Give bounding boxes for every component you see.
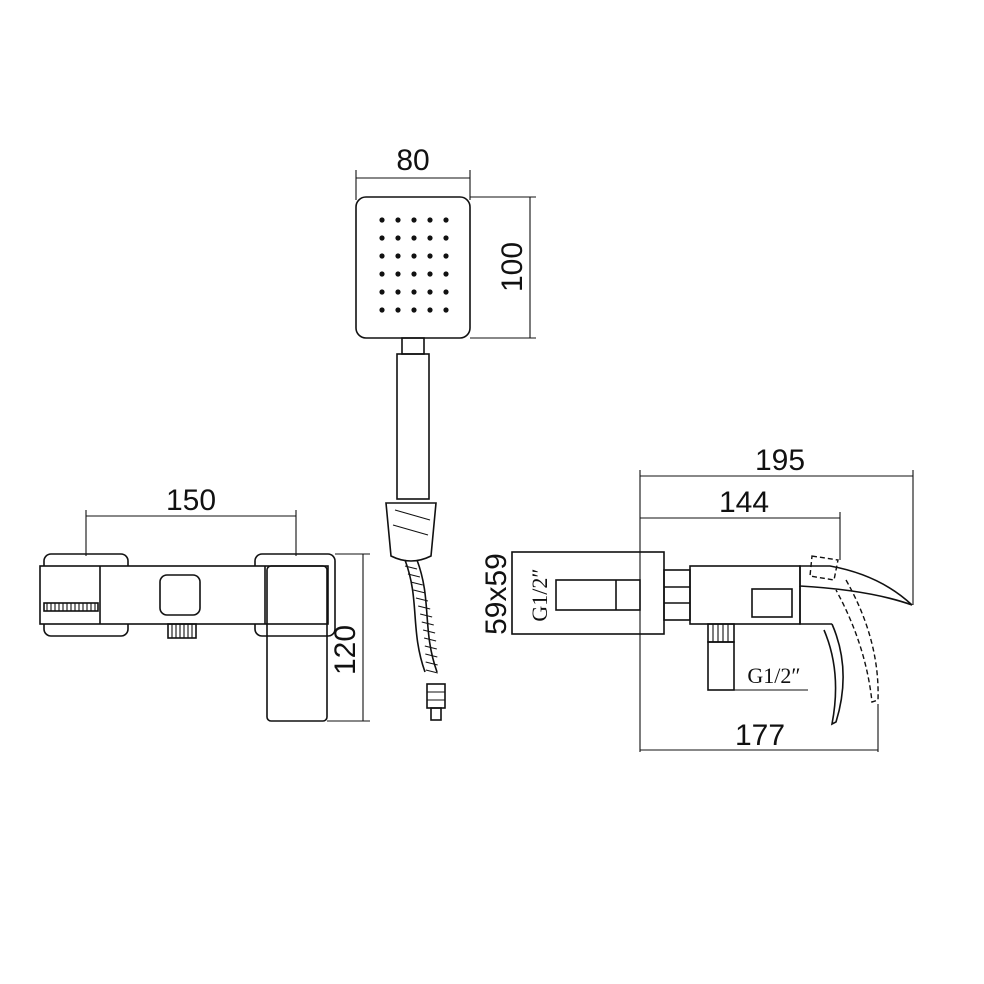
nozzle-dot [379,307,385,313]
nozzle-dot [427,307,433,313]
spout [799,565,913,606]
dim-spout-length: 144 [640,486,841,560]
nozzle-dot [379,289,385,295]
shower-neck [401,337,425,355]
dim-head-height-label: 100 [496,242,529,292]
nozzle-dot [395,271,401,277]
mixer-front-view: 150 120 [39,484,370,722]
nozzle-dot [443,235,449,241]
nozzle-dot [411,289,417,295]
dim-escutcheon: 59x59 [480,552,513,635]
dim-head-width: 80 [355,144,471,200]
side-outlet [707,623,735,643]
side-lever [823,623,844,726]
nozzle-dot [427,289,433,295]
hose-ring [423,637,437,642]
dim-spout-length-label: 144 [719,486,769,519]
hose-ring [410,581,423,586]
dim-escutcheon-label: 59x59 [480,553,513,635]
outlet-thread-label: G1/2″ [747,663,800,688]
inlet-pipe [555,579,641,611]
shower-hose [404,559,426,673]
hose-ring [418,605,431,610]
nozzle-dot [395,289,401,295]
lever-alt-position [809,555,839,581]
dim-body-width: 150 [85,484,297,556]
nozzle-dot [411,253,417,259]
nozzle-dot [379,235,385,241]
nozzle-dot [427,253,433,259]
nozzle-dot [395,235,401,241]
dim-body-width-label: 150 [166,484,216,517]
mixer-lever [266,565,328,722]
connector-nut [663,569,691,621]
nozzle-dot [411,217,417,223]
nozzle-dot [411,271,417,277]
hose-connector [385,502,437,562]
shower-handle [396,353,430,500]
shower-nozzles [379,217,449,313]
hose-ring [425,653,438,658]
nozzle-dot [443,307,449,313]
hose-ring [415,597,429,602]
mixer-side-view: 195 144 177 59x59 G1/2″ G1/2″ [480,444,914,752]
dim-body-height-label: 120 [329,625,362,675]
hose-ring [404,565,418,570]
nozzle-dot [411,307,417,313]
dim-base-length: 177 [640,704,879,752]
nozzle-dot [443,271,449,277]
dim-head-width-label: 80 [396,144,429,177]
hose-ring [419,613,433,618]
hose-nut [426,683,446,709]
nozzle-dot [411,235,417,241]
hose-ring [407,573,421,578]
nozzle-dot [427,271,433,277]
dim-outlet-thread: G1/2″ [708,663,808,691]
nozzle-dot [443,253,449,259]
hose-ring [421,621,434,626]
dim-overall-length: 195 [639,444,914,752]
nozzle-dot [427,217,433,223]
hand-shower: 80 100 [355,144,536,721]
bottom-outlet [167,623,197,639]
nozzle-dot [395,253,401,259]
knurl-ticks [46,603,96,611]
nozzle-dot [443,289,449,295]
side-body [689,565,801,625]
hose-ring [424,645,437,650]
side-inner-block [751,588,793,618]
dim-overall-length-label: 195 [755,444,805,477]
dim-body-height: 120 [327,553,370,722]
nozzle-dot [395,307,401,313]
inlet-thread-label: G1/2″ [527,568,552,621]
nozzle-dot [395,217,401,223]
nozzle-dot [379,217,385,223]
hose-rings [404,565,438,674]
diverter-button [159,574,201,616]
dim-head-height: 100 [470,196,536,339]
hose-ring [422,629,436,634]
nozzle-dot [427,235,433,241]
hose-ring [425,661,438,666]
dim-base-length-label: 177 [735,719,785,752]
nozzle-dot [379,253,385,259]
hose-ring [413,589,426,594]
hose-ring [425,669,438,674]
nozzle-dot [443,217,449,223]
nozzle-dot [379,271,385,277]
